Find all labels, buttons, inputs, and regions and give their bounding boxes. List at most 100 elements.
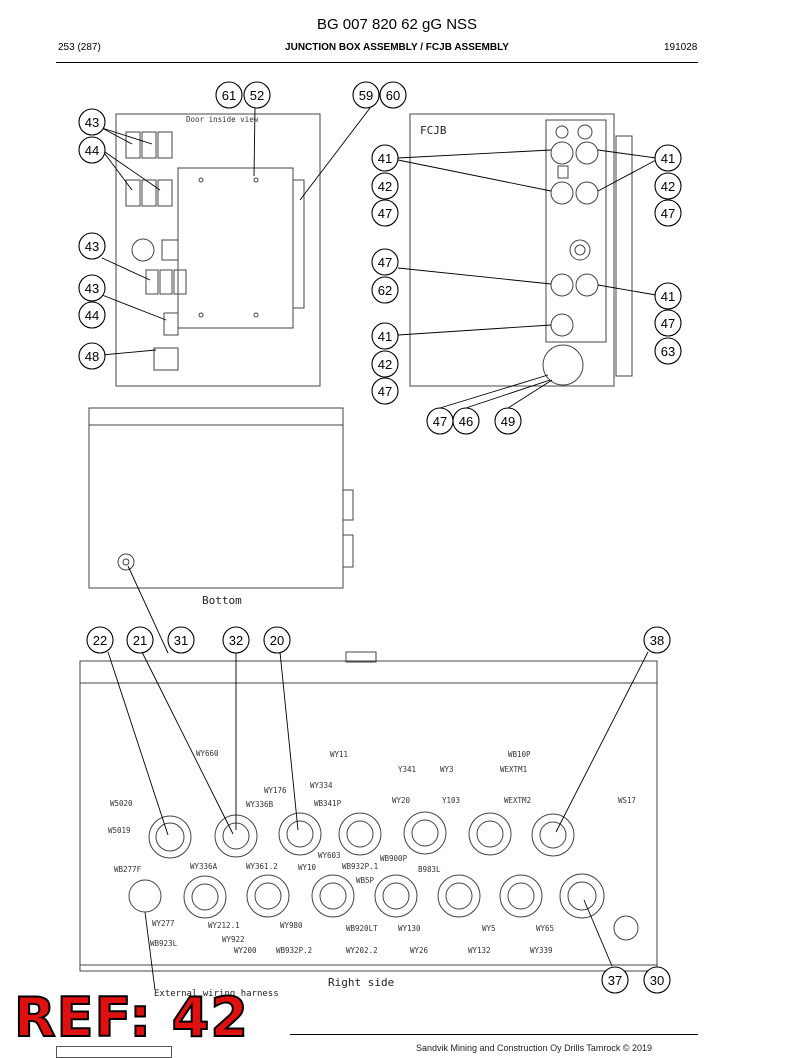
header-rule (56, 62, 698, 63)
label-bottom: Bottom (202, 594, 242, 607)
cable-label: WY212.1 (208, 921, 240, 930)
callout-number: 41 (661, 289, 675, 304)
callout-circle (78, 232, 106, 260)
cable-label: WY10 (298, 863, 317, 872)
callout-number: 22 (93, 633, 107, 648)
cable-label: WY26 (410, 946, 429, 955)
cable-label: WY334 (310, 781, 333, 790)
callout-c41d: 41 (654, 282, 682, 310)
cable-label: WEXTM2 (504, 796, 531, 805)
callout-circle (126, 626, 154, 654)
callout-number: 43 (85, 239, 99, 254)
callout-number: 61 (222, 88, 236, 103)
callout-circle (352, 81, 380, 109)
cable-label: WY20 (392, 796, 411, 805)
cable-label: WY339 (530, 946, 553, 955)
callout-c47c: 47 (371, 377, 399, 405)
cable-label: W5019 (108, 826, 131, 835)
cable-label: WY660 (196, 749, 219, 758)
callout-number: 59 (359, 88, 373, 103)
callout-circle (601, 966, 629, 994)
callout-circle (371, 144, 399, 172)
callout-number: 31 (174, 633, 188, 648)
callout-c42c: 42 (654, 172, 682, 200)
cable-label: WY132 (468, 946, 491, 955)
callout-circle (654, 282, 682, 310)
callout-number: 47 (378, 206, 392, 221)
callout-c44a: 44 (78, 136, 106, 164)
callout-c61: 61 (215, 81, 243, 109)
cable-label: WB932P.2 (276, 946, 312, 955)
callout-c20: 20 (263, 626, 291, 654)
callout-c43c: 43 (78, 274, 106, 302)
cable-label: Y103 (442, 796, 460, 805)
label-fcjb: FCJB (420, 124, 447, 137)
callout-circle (371, 276, 399, 304)
cable-label: WY202.2 (346, 946, 378, 955)
callout-number: 49 (501, 414, 515, 429)
callout-circle (215, 81, 243, 109)
callout-circle (78, 108, 106, 136)
cable-label: WB10P (508, 750, 531, 759)
cable-label: B983L (418, 865, 441, 874)
callout-c41a: 41 (371, 144, 399, 172)
callout-number: 46 (459, 414, 473, 429)
cable-label: WB277F (114, 865, 142, 874)
cable-label: W5020 (110, 799, 133, 808)
cable-label: WB900P (380, 854, 408, 863)
label-door-inside: Door inside view (186, 115, 259, 124)
callout-c63: 63 (654, 337, 682, 365)
cable-label: WY11 (330, 750, 348, 759)
callout-c43a: 43 (78, 108, 106, 136)
door-inside-panel (115, 113, 321, 387)
callout-circle (263, 626, 291, 654)
callout-c42a: 42 (371, 172, 399, 200)
cable-label: WY336A (190, 862, 218, 871)
callout-number: 52 (250, 88, 264, 103)
callout-circle (222, 626, 250, 654)
document-title: BG 007 820 62 gG NSS (316, 16, 478, 33)
callout-circle (654, 309, 682, 337)
section-title: JUNCTION BOX ASSEMBLY / FCJB ASSEMBLY (285, 42, 509, 53)
callout-circle (379, 81, 407, 109)
callout-c47f: 47 (426, 407, 454, 435)
callout-c49: 49 (494, 407, 522, 435)
callout-number: 47 (378, 384, 392, 399)
callout-c47d: 47 (654, 199, 682, 227)
callout-c47b: 47 (371, 248, 399, 276)
callout-c44b: 44 (78, 301, 106, 329)
callout-c22: 22 (86, 626, 114, 654)
callout-circle (371, 350, 399, 378)
callout-number: 42 (378, 357, 392, 372)
callout-c43b: 43 (78, 232, 106, 260)
callout-number: 42 (378, 179, 392, 194)
label-right-side: Right side (328, 976, 394, 989)
callout-circle (371, 172, 399, 200)
callout-number: 42 (661, 179, 675, 194)
callout-circle (643, 626, 671, 654)
cable-label: WY5 (482, 924, 496, 933)
cable-label: WY277 (152, 919, 175, 928)
leader-lines (101, 107, 657, 991)
callout-c52: 52 (243, 81, 271, 109)
cable-label: WY65 (536, 924, 554, 933)
footer-copyright: Sandvik Mining and Construction Oy Drill… (416, 1043, 653, 1053)
fcjb-panel (409, 113, 633, 387)
cable-label: WB5P (356, 876, 375, 885)
label-external-harness: External wiring harness (154, 989, 279, 999)
reference-watermark: REF: 42 (13, 986, 249, 1049)
callout-number: 38 (650, 633, 664, 648)
page-number: 253 (287) (58, 42, 101, 53)
callout-circle (371, 248, 399, 276)
callout-number: 32 (229, 633, 243, 648)
cable-label: WY176 (264, 786, 287, 795)
callout-number: 48 (85, 349, 99, 364)
callout-c59: 59 (352, 81, 380, 109)
callout-c46: 46 (452, 407, 480, 435)
cable-label: WB923L (150, 939, 178, 948)
callout-circle (654, 337, 682, 365)
callout-number: 47 (661, 206, 675, 221)
cable-label: WEXTM1 (500, 765, 527, 774)
